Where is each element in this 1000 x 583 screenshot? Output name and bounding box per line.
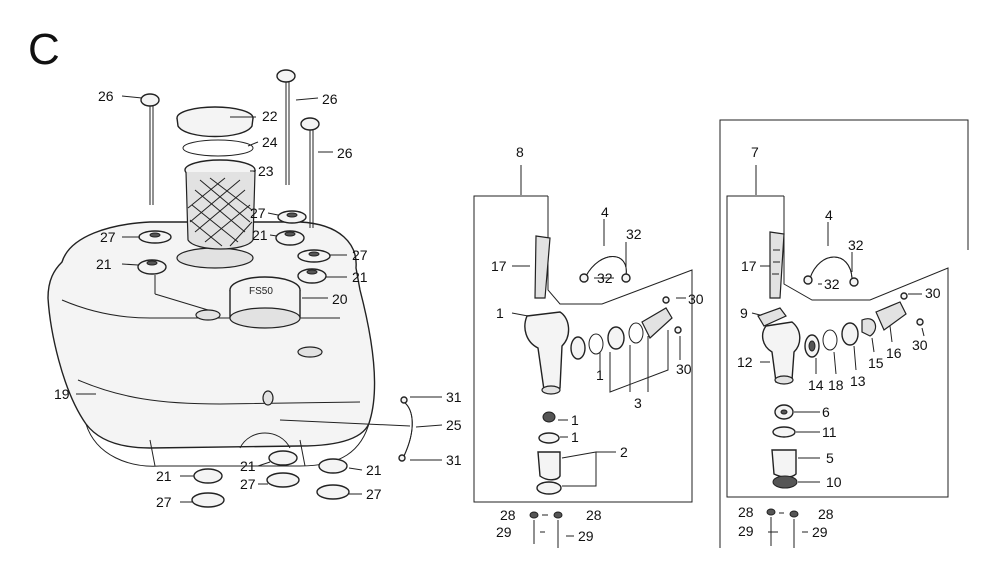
callout-7-18: 18 <box>828 377 844 393</box>
callout-8-1c: 1 <box>571 412 579 428</box>
callout-7-30a: 30 <box>925 285 941 301</box>
callout-25: 25 <box>446 417 462 433</box>
callout-8-1b: 1 <box>596 367 604 383</box>
callout-8-1a: 1 <box>496 305 504 321</box>
callout-31b: 31 <box>446 452 462 468</box>
section-letter: C <box>28 25 60 74</box>
callout-31a: 31 <box>446 389 462 405</box>
callout-7-9: 9 <box>740 305 748 321</box>
callout-8-32b: 32 <box>597 270 613 286</box>
callout-7-30b: 30 <box>912 337 928 353</box>
callout-7-29a: 29 <box>738 523 754 539</box>
callout-8-29b: 29 <box>578 528 594 544</box>
callout-7-16: 16 <box>886 345 902 361</box>
fuel-cock-assembly-7: 7 <box>719 119 969 548</box>
callout-20: 20 <box>332 291 348 307</box>
callout-7-6: 6 <box>822 404 830 420</box>
callout-21f: 21 <box>366 462 382 478</box>
callout-7-15: 15 <box>868 355 884 371</box>
callout-8-1d: 1 <box>571 429 579 445</box>
mounting-bolts <box>140 69 320 228</box>
callout-23: 23 <box>258 163 274 179</box>
grommets-upper <box>137 210 331 284</box>
callout-7-12: 12 <box>737 354 753 370</box>
callout-8-28a: 28 <box>500 507 516 523</box>
callout-27c: 27 <box>352 247 368 263</box>
callout-7-28b: 28 <box>818 506 834 522</box>
callout-26a: 26 <box>98 88 114 104</box>
callout-8-30b: 30 <box>676 361 692 377</box>
box-8-outline <box>473 195 693 503</box>
callout-7-13: 13 <box>850 373 866 389</box>
callout-27d: 27 <box>156 494 172 510</box>
callout-7-32b: 32 <box>824 276 840 292</box>
callout-8: 8 <box>516 144 524 160</box>
callout-8-28b: 28 <box>586 507 602 523</box>
callout-26c: 26 <box>337 145 353 161</box>
callout-8-3: 3 <box>634 395 642 411</box>
callout-8-4: 4 <box>601 204 609 220</box>
callout-19: 19 <box>54 386 70 402</box>
tank-filler-opening <box>176 247 254 269</box>
fuel-cock-assembly-8: 8 <box>473 144 704 548</box>
fuel-strainer <box>184 159 256 250</box>
grommets-lower <box>191 450 350 508</box>
callout-24: 24 <box>262 134 278 150</box>
outer-frame <box>719 119 969 548</box>
callout-7-29b: 29 <box>812 524 828 540</box>
callout-7-11: 11 <box>822 424 837 440</box>
box-7-outline <box>726 195 949 498</box>
callout-21e: 21 <box>240 458 256 474</box>
callout-7-5: 5 <box>826 450 834 466</box>
leader-lines-left <box>76 95 443 503</box>
callout-7: 7 <box>751 144 759 160</box>
callout-8-30a: 30 <box>688 291 704 307</box>
filler-cap: FS50 <box>229 276 301 329</box>
callout-21a: 21 <box>252 227 268 243</box>
callout-27e: 27 <box>240 476 256 492</box>
callout-7-32a: 32 <box>848 237 864 253</box>
callout-26b: 26 <box>322 91 338 107</box>
callout-22: 22 <box>262 108 278 124</box>
callout-8-17: 17 <box>491 258 507 274</box>
fuel-tube <box>398 396 413 462</box>
callout-21b: 21 <box>96 256 112 272</box>
callout-7-14: 14 <box>808 377 824 393</box>
callout-8-29a: 29 <box>496 524 512 540</box>
callout-27b: 27 <box>100 229 116 245</box>
callout-7-17: 17 <box>741 258 757 274</box>
strainer-cover <box>176 106 254 138</box>
callout-8-2: 2 <box>620 444 628 460</box>
callout-labels-left: 26 22 24 23 26 26 27 27 21 21 27 21 20 1… <box>54 88 462 510</box>
callout-7-4: 4 <box>825 207 833 223</box>
callout-21c: 21 <box>352 269 368 285</box>
svg-text:FS50: FS50 <box>249 286 273 297</box>
callout-21d: 21 <box>156 468 172 484</box>
callout-7-10: 10 <box>826 474 842 490</box>
callout-27f: 27 <box>366 486 382 502</box>
fuel-tank-group: FS50 <box>47 69 462 510</box>
callout-27a: 27 <box>250 205 266 221</box>
callout-7-28a: 28 <box>738 504 754 520</box>
callout-8-32a: 32 <box>626 226 642 242</box>
